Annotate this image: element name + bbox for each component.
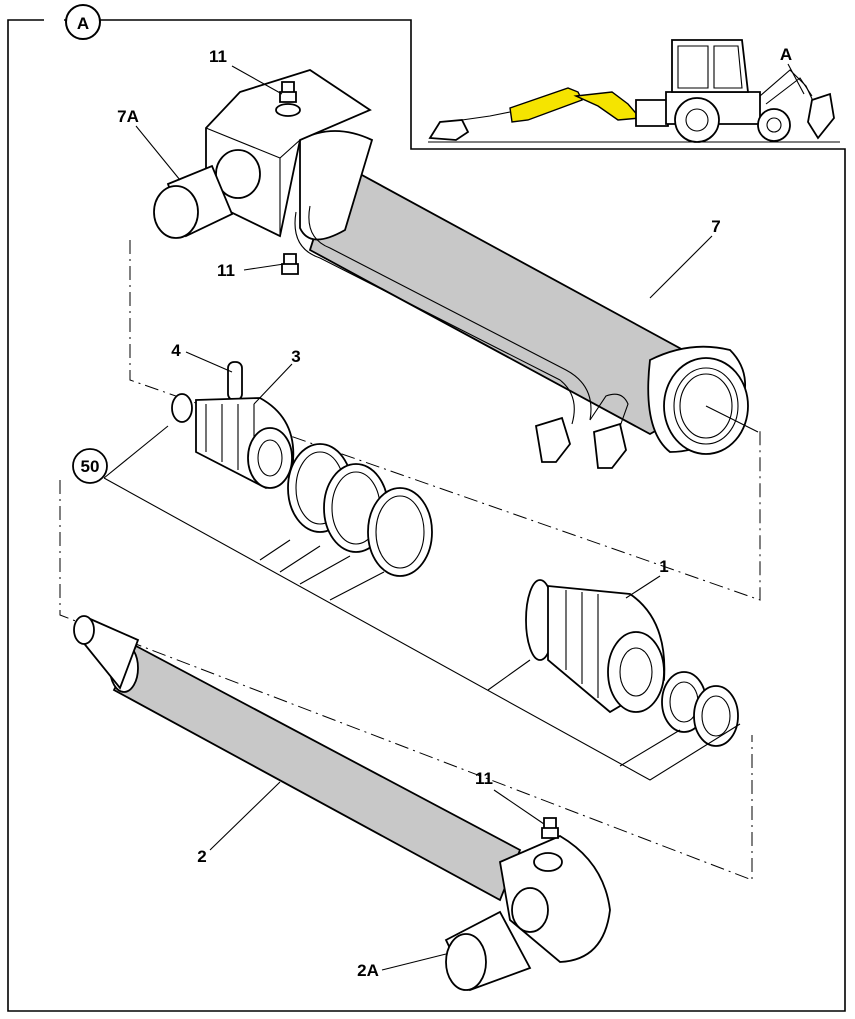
callout-leader-lines (135, 65, 713, 971)
cylinder-barrel-part (153, 69, 759, 469)
callout-gland: 1 (659, 557, 668, 576)
piston-assembly (171, 361, 295, 490)
callout-piston: 3 (291, 347, 300, 366)
callout-cylinder-barrel: 7 (711, 217, 720, 236)
inset-callout-label: A (780, 45, 792, 64)
gland-part (525, 579, 739, 747)
view-label: A (77, 14, 89, 33)
lower-assembly-plane (59, 480, 753, 881)
piston-rod-part (73, 615, 611, 992)
highlighted-loader-arms (509, 87, 583, 123)
grease-nipple-top (275, 81, 301, 117)
callout-cylinder-eye-bush: 7A (117, 107, 139, 126)
backhoe-loader-inset: A (428, 39, 840, 143)
callout-seal-kit-badge: 50 (72, 448, 108, 484)
diagram-frame (7, 19, 846, 1012)
callout-piston-rod: 2 (197, 847, 206, 866)
seal-kit-leaders (103, 425, 741, 781)
grease-nipple-bottom (541, 817, 559, 839)
callout-piston-pin: 4 (171, 341, 181, 360)
callout-seal-kit: 50 (81, 457, 100, 476)
upper-assembly-plane (129, 240, 761, 601)
callout-rod-eye-bush: 2A (357, 961, 379, 980)
grease-nipple-mid (281, 253, 299, 275)
callout-grease-nipple-mid: 11 (217, 261, 235, 280)
callout-grease-nipple-top: 11 (209, 47, 227, 66)
piston-seal-rings (287, 443, 433, 577)
callout-grease-nipple-bottom: 11 (475, 769, 493, 788)
view-label-badge: A (65, 4, 101, 40)
highlighted-loader-rams (573, 91, 642, 121)
